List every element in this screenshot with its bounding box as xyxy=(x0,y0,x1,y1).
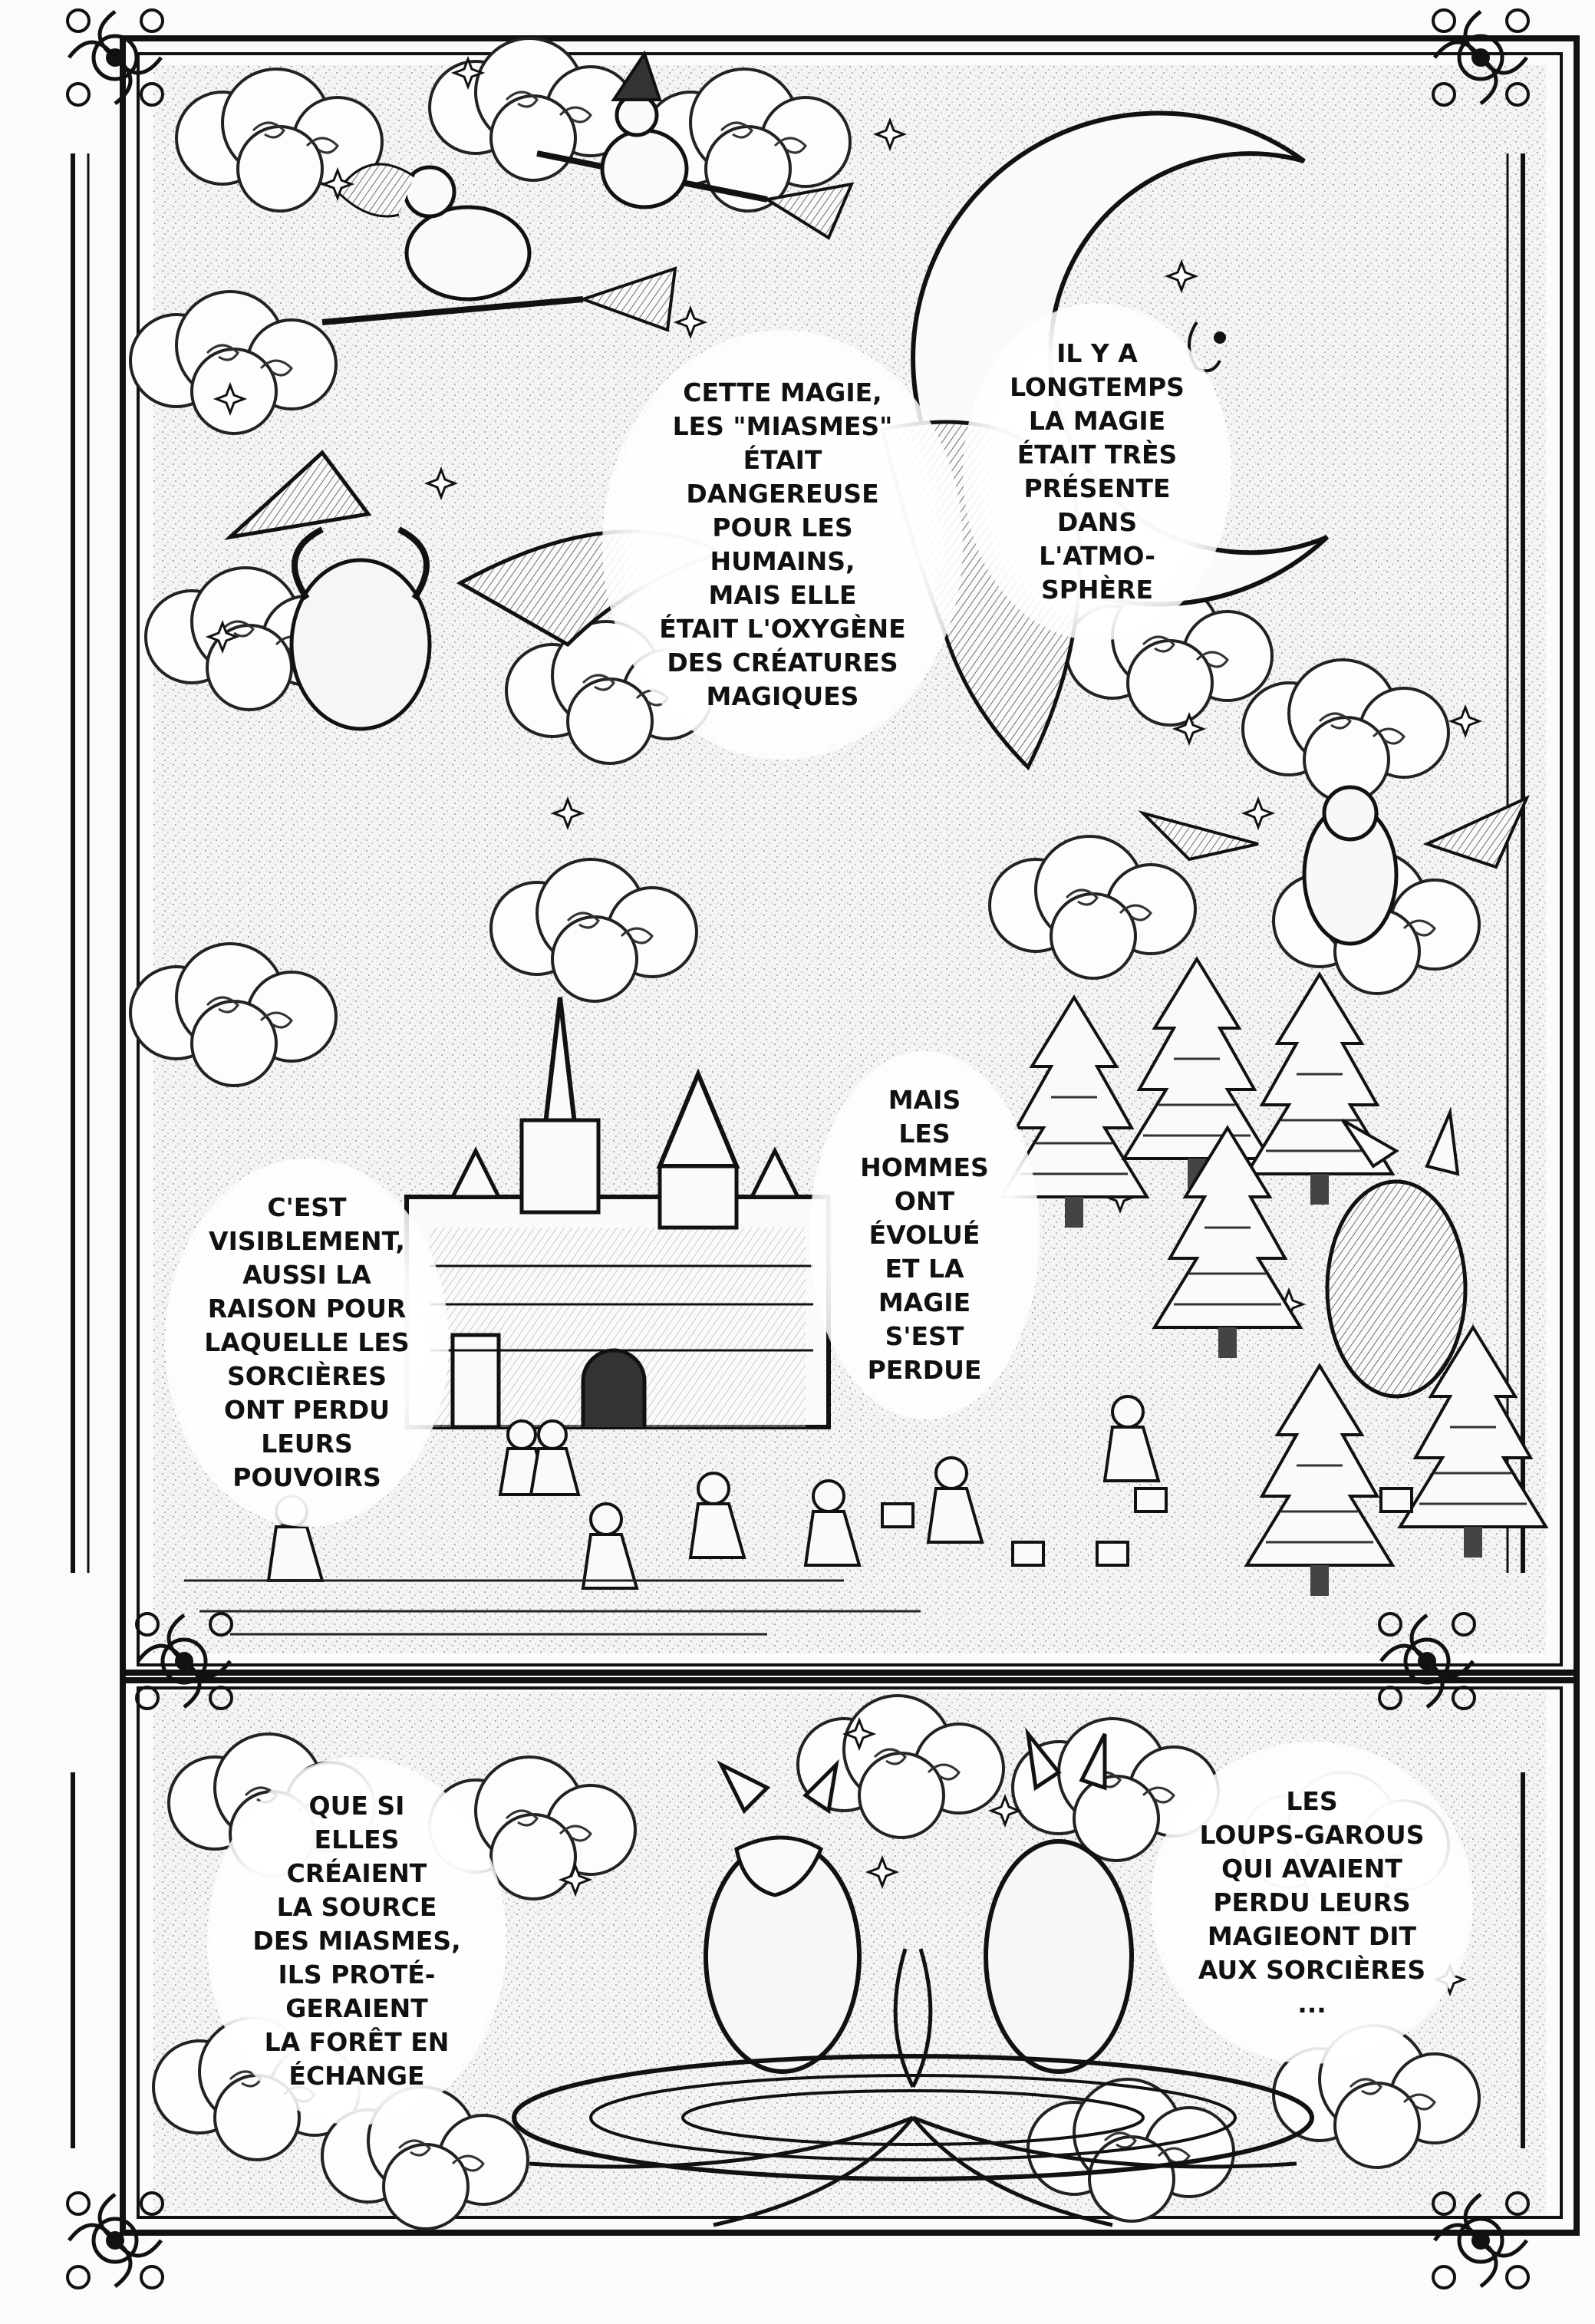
bubble-line: SORCIÈRES xyxy=(227,1361,387,1391)
bubble-line: MAGIE xyxy=(878,1287,971,1317)
speech-bubble-il-y-a-longtemps: IL Y A LONGTEMPS LA MAGIE ÉTAIT TRÈS PRÉ… xyxy=(963,303,1231,641)
bubble-line: GERAIENT xyxy=(285,1993,428,2023)
bubble-line: ÉTAIT xyxy=(743,445,822,475)
witch-on-broom-2 xyxy=(536,50,855,240)
corner-ornament-bottom-left xyxy=(68,2193,163,2288)
bubble-line: L'ATMO- xyxy=(1039,541,1155,571)
bubble-line: ÉCHANGE xyxy=(288,2061,425,2091)
bubble-line: LAQUELLE LES xyxy=(204,1327,410,1357)
bubble-line: ÉTAIT TRÈS xyxy=(1017,440,1178,470)
bubble-line: HOMMES xyxy=(860,1152,989,1182)
bubble-line: PERDU LEURS xyxy=(1213,1887,1411,1917)
bubble-line: IL Y A xyxy=(1056,338,1138,368)
werewolf-left xyxy=(704,1759,862,2074)
corner-ornament-top-left xyxy=(68,10,163,105)
bubble-line: QUE SI xyxy=(308,1791,405,1821)
speech-bubble-sorcieres-pouvoirs: C'EST VISIBLEMENT, AUSSI LA RAISON POUR … xyxy=(165,1159,449,1527)
bubble-line: RAISON POUR xyxy=(207,1294,407,1324)
bubble-line: CETTE MAGIE, xyxy=(683,377,882,407)
bubble-line: ONT PERDU xyxy=(224,1395,390,1425)
bubble-line: ÉVOLUÉ xyxy=(868,1220,980,1250)
speech-bubble-magie-perdue: MAIS LES HOMMES ONT ÉVOLUÉ ET LA MAGIE S… xyxy=(809,1051,1040,1419)
bubble-line: C'EST xyxy=(267,1192,347,1222)
bubble-line: DANS xyxy=(1056,507,1138,537)
bubble-line: LES xyxy=(898,1119,951,1149)
bubble-line: S'EST xyxy=(885,1321,964,1351)
flying-imp xyxy=(1138,785,1530,946)
speech-bubble-loups-garous: LES LOUPS-GAROUS QUI AVAIENT PERDU LEURS… xyxy=(1151,1742,1473,2064)
bubble-line: LOUPS-GAROUS xyxy=(1199,1820,1425,1850)
bubble-line: LA SOURCE xyxy=(276,1892,437,1922)
bubble-line: POUVOIRS xyxy=(232,1462,381,1492)
castle-town xyxy=(404,997,831,1429)
bubble-line: AUX SORCIÈRES xyxy=(1198,1955,1426,1985)
speech-bubble-foret-en-echange: QUE SI ELLES CRÉAIENT LA SOURCE DES MIAS… xyxy=(207,1757,506,2125)
bubble-line: PERDUE xyxy=(867,1355,982,1385)
page-border xyxy=(71,35,1580,2236)
bubble-line: POUR LES xyxy=(712,513,853,542)
bubble-line: DES MIASMES, xyxy=(252,1926,461,1956)
bubble-line: MAGIEONT DIT xyxy=(1207,1921,1417,1951)
magic-swirl xyxy=(512,1948,1314,2227)
bubble-line: LA FORÊT EN xyxy=(264,2027,450,2057)
bubble-line: ELLES xyxy=(314,1825,400,1854)
witch-on-broom-1 xyxy=(321,163,677,332)
werewolves-in-forest xyxy=(1325,1106,1468,1399)
bubble-line: LA MAGIE xyxy=(1028,406,1166,436)
bubble-line: QUI AVAIENT xyxy=(1221,1854,1402,1884)
bubble-line: MAIS xyxy=(888,1085,961,1115)
tree-stumps xyxy=(881,1487,1413,1567)
bubble-line: LES xyxy=(1286,1786,1338,1816)
werewolf-right xyxy=(984,1727,1134,2074)
bubble-line: MAGIQUES xyxy=(706,681,859,711)
bubble-line: DANGEREUSE xyxy=(686,479,879,509)
bubble-line: LES "MIASMES" xyxy=(672,411,893,441)
bubble-line: PRÉSENTE xyxy=(1023,473,1171,503)
bubble-line: CRÉAIENT xyxy=(286,1858,427,1888)
bubble-line: AUSSI LA xyxy=(242,1260,371,1290)
ground-lines xyxy=(184,1579,921,1636)
winged-goat-demon xyxy=(224,450,727,731)
bubble-line: LONGTEMPS xyxy=(1010,372,1185,402)
bubble-line: ONT xyxy=(894,1186,955,1216)
bubble-line: ILS PROTÉ- xyxy=(278,1960,436,1989)
bubble-line: SPHÈRE xyxy=(1040,575,1154,605)
bubble-line: VISIBLEMENT, xyxy=(209,1226,405,1256)
bubble-line: LEURS xyxy=(261,1429,353,1459)
bubble-line: ÉTAIT L'OXYGÈNE xyxy=(659,614,906,644)
bubble-line: MAIS ELLE xyxy=(708,580,857,610)
bubble-line: ET LA xyxy=(885,1254,964,1284)
speech-bubble-miasmes: CETTE MAGIE, LES "MIASMES" ÉTAIT DANGERE… xyxy=(602,330,963,760)
bubble-line: HUMAINS, xyxy=(710,546,855,576)
bubble-line: ... xyxy=(1297,1989,1326,2019)
villagers xyxy=(266,1395,1161,1590)
bubble-line: DES CRÉATURES xyxy=(667,648,898,677)
